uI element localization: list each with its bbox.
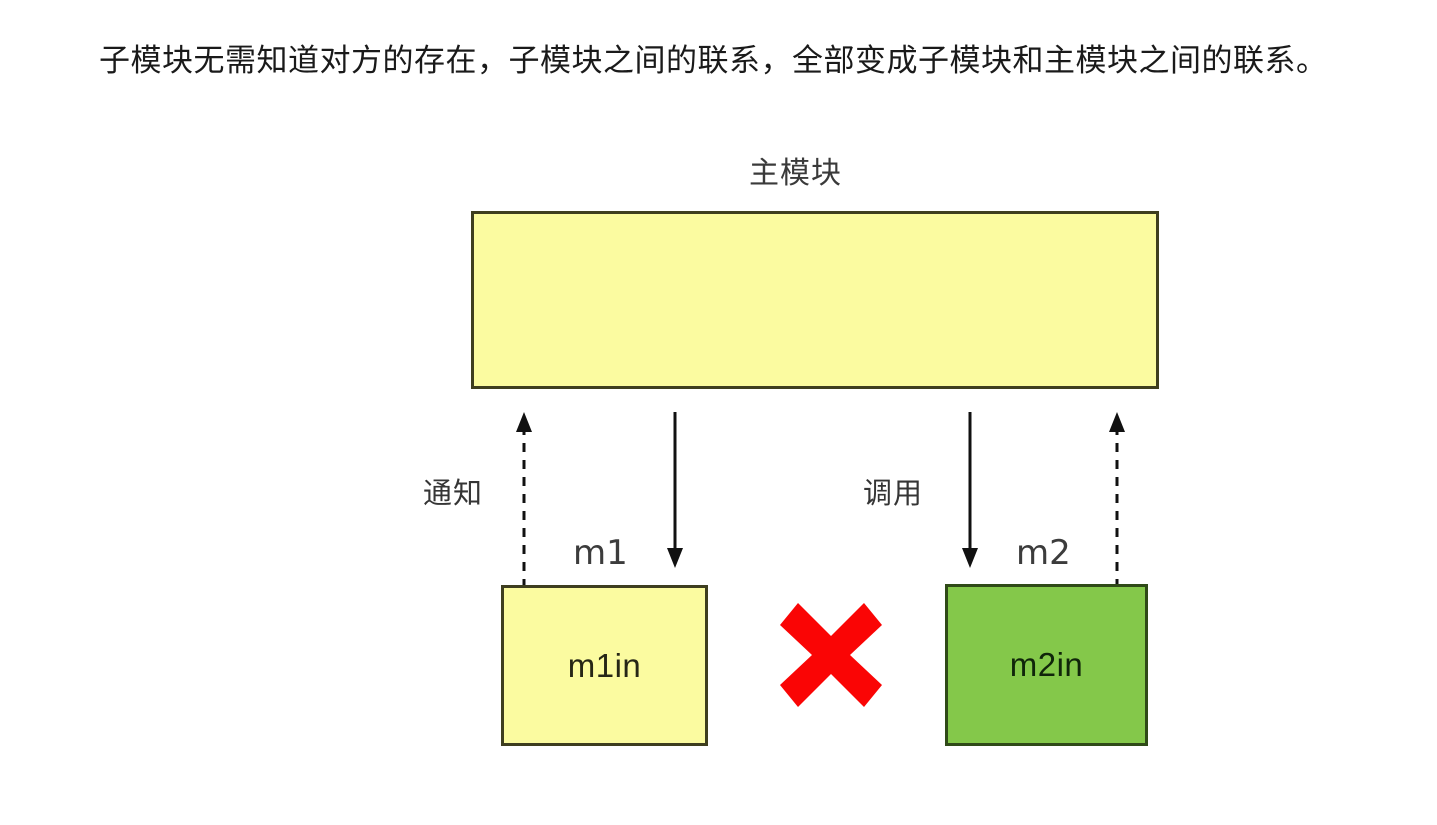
connection-label-call: 调用 [863,478,924,510]
submodule-box-m1in-label: m1in [567,646,642,684]
submodule-box-m2in-label: m2in [1009,646,1084,683]
arrow-call-down-m1 [663,410,687,570]
page-title: 子模块无需知道对方的存在，子模块之间的联系，全部变成子模块和主模块之间的联系。 [99,43,1328,78]
main-module-box [471,211,1159,389]
submodule-caption-m2: m2 [1016,533,1071,573]
submodule-caption-m1: m1 [573,533,628,573]
red-cross-icon [780,603,882,707]
arrow-notify-up-m1 [512,410,536,588]
arrow-call-down-m2 [958,410,982,570]
submodule-box-m2in: m2in [945,584,1148,746]
main-module-caption: 主模块 [749,157,842,190]
arrow-notify-up-m2 [1105,410,1129,588]
connection-label-notify: 通知 [423,478,484,510]
submodule-box-m1in: m1in [501,585,708,746]
